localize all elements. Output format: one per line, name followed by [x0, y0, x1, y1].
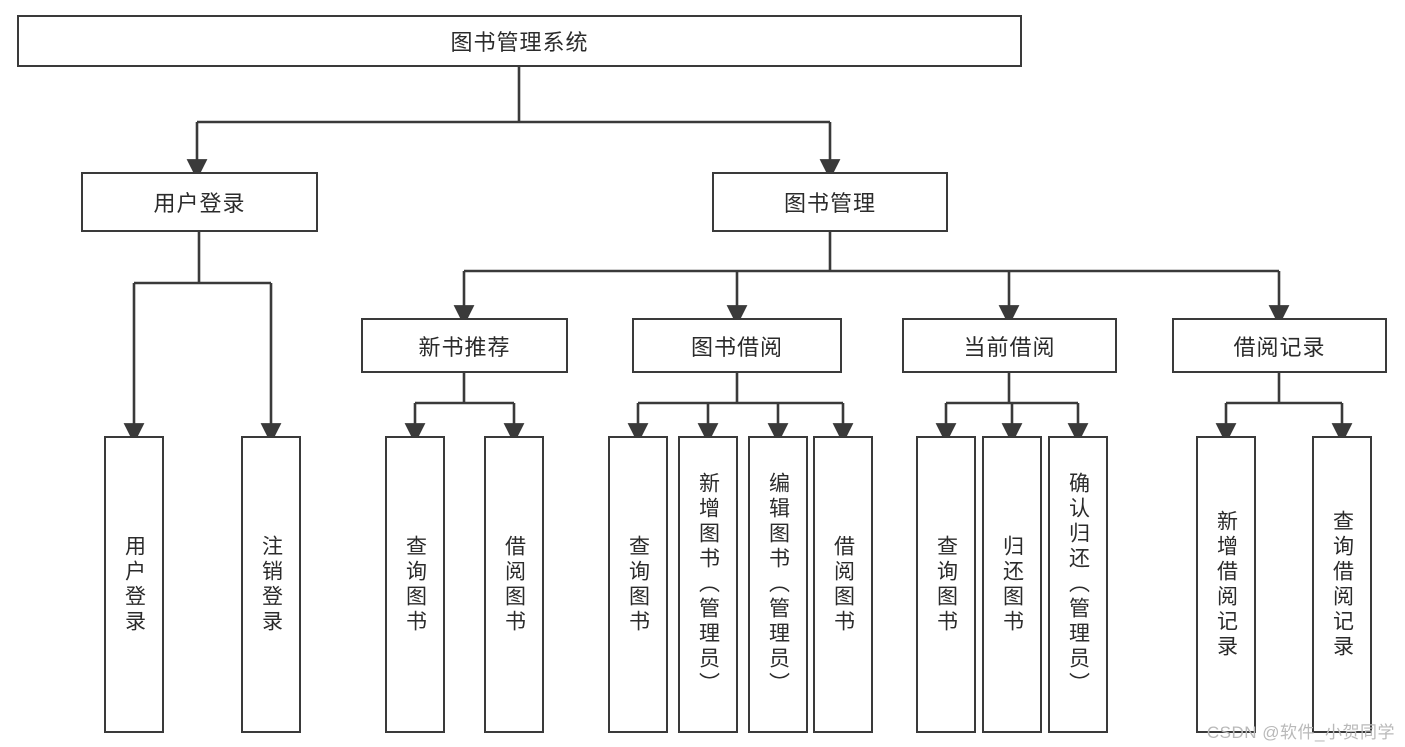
leaf-confirm-return-admin[interactable]: 确认归还（管理员）: [1048, 436, 1108, 733]
leaf-borrow-book-label: 借阅图书: [831, 534, 855, 635]
leaf-query-book-borrow[interactable]: 查询图书: [608, 436, 668, 733]
node-book-borrow[interactable]: 图书借阅: [632, 318, 842, 373]
node-new-book-recommend[interactable]: 新书推荐: [361, 318, 568, 373]
leaf-borrow-book-new-label: 借阅图书: [502, 534, 526, 635]
leaf-add-book-admin[interactable]: 新增图书（管理员）: [678, 436, 738, 733]
leaf-confirm-return-admin-label: 确认归还（管理员）: [1066, 472, 1090, 697]
leaf-add-borrow-record-label: 新增借阅记录: [1214, 509, 1238, 660]
leaf-logout[interactable]: 注销登录: [241, 436, 301, 733]
leaf-query-book-new-label: 查询图书: [403, 534, 427, 635]
leaf-user-login-label: 用户登录: [122, 534, 146, 635]
node-borrow-record-label: 借阅记录: [1233, 334, 1326, 360]
leaf-add-borrow-record[interactable]: 新增借阅记录: [1196, 436, 1256, 733]
node-root[interactable]: 图书管理系统: [17, 15, 1022, 67]
leaf-borrow-book[interactable]: 借阅图书: [813, 436, 873, 733]
leaf-query-borrow-record[interactable]: 查询借阅记录: [1312, 436, 1372, 733]
node-book-management-label: 图书管理: [783, 191, 876, 216]
node-new-book-recommend-label: 新书推荐: [418, 334, 511, 360]
node-root-label: 图书管理系统: [450, 30, 589, 55]
node-current-borrow-label: 当前借阅: [963, 334, 1056, 360]
node-current-borrow[interactable]: 当前借阅: [902, 318, 1117, 373]
leaf-edit-book-admin-label: 编辑图书（管理员）: [766, 472, 790, 697]
leaf-borrow-book-new[interactable]: 借阅图书: [484, 436, 544, 733]
node-user-login[interactable]: 用户登录: [81, 172, 318, 232]
leaf-query-borrow-record-label: 查询借阅记录: [1330, 509, 1354, 660]
leaf-user-login[interactable]: 用户登录: [104, 436, 164, 733]
leaf-query-book-borrow-label: 查询图书: [626, 534, 650, 635]
leaf-return-book[interactable]: 归还图书: [982, 436, 1042, 733]
leaf-query-book-current-label: 查询图书: [934, 534, 958, 635]
leaf-logout-label: 注销登录: [259, 534, 283, 635]
node-user-login-label: 用户登录: [153, 191, 246, 216]
leaf-edit-book-admin[interactable]: 编辑图书（管理员）: [748, 436, 808, 733]
leaf-query-book-current[interactable]: 查询图书: [916, 436, 976, 733]
leaf-return-book-label: 归还图书: [1000, 534, 1024, 635]
node-borrow-record[interactable]: 借阅记录: [1172, 318, 1387, 373]
node-book-borrow-label: 图书借阅: [690, 334, 783, 360]
leaf-query-book-new[interactable]: 查询图书: [385, 436, 445, 733]
node-book-management[interactable]: 图书管理: [712, 172, 948, 232]
leaf-add-book-admin-label: 新增图书（管理员）: [696, 472, 720, 697]
